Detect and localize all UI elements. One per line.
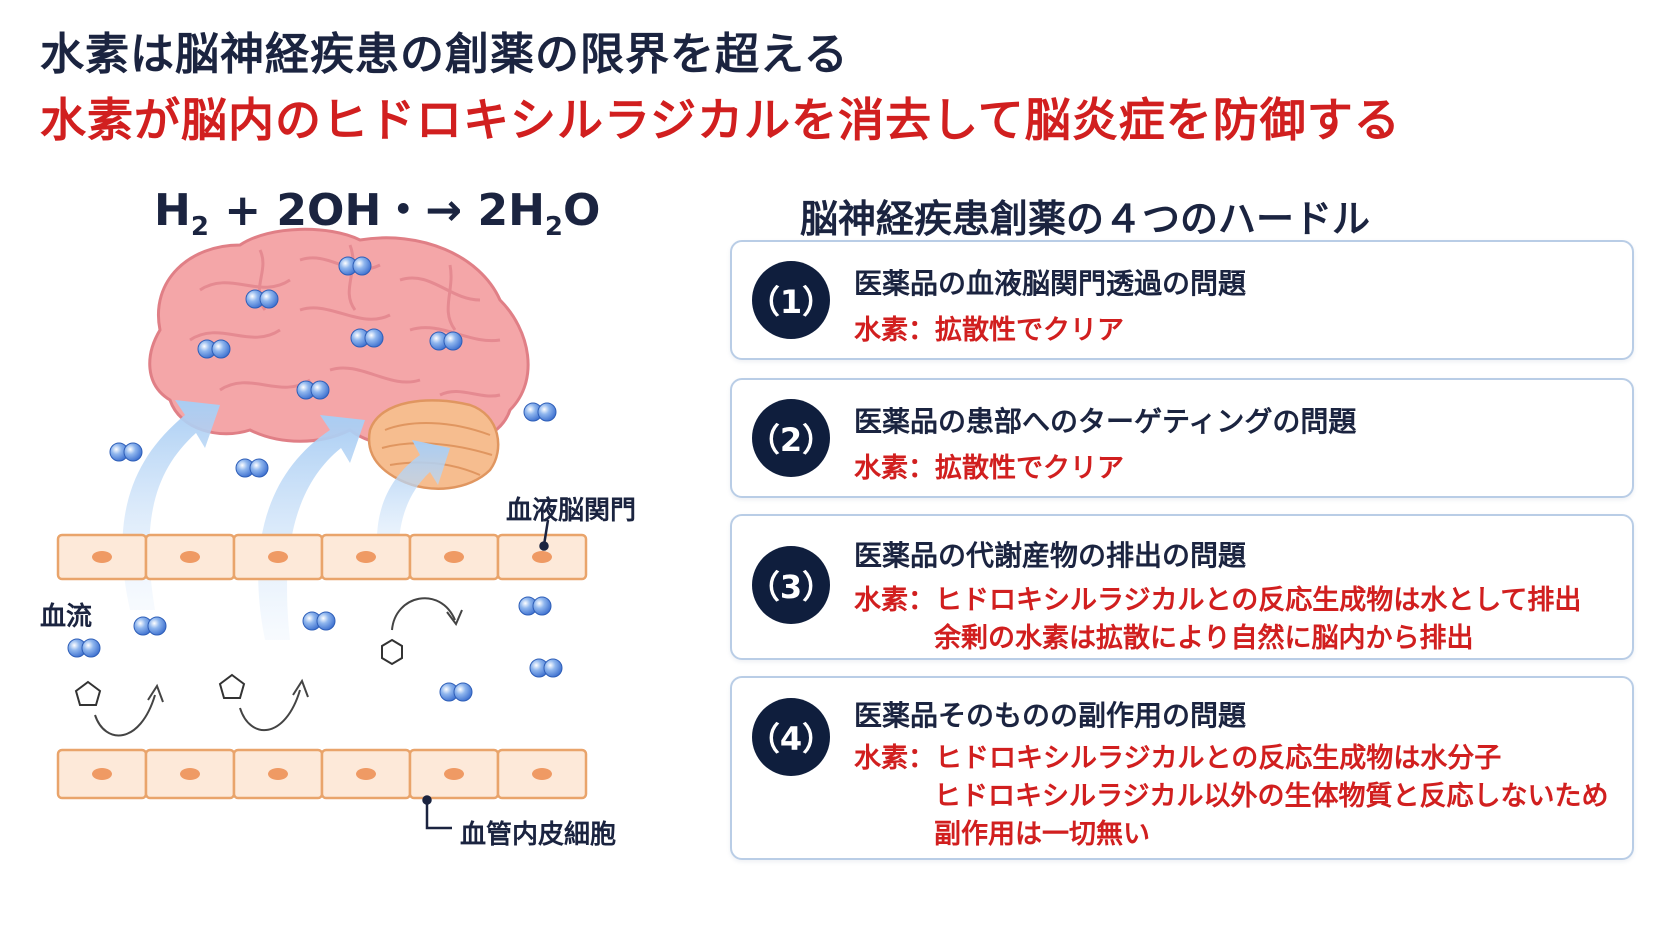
hurdle-card-4: （4） 医薬品そのものの副作用の問題 水素：ヒドロキシルラジカルとの反応生成物は… — [730, 676, 1634, 860]
hurdle-answer-cont: ヒドロキシルラジカル以外の生体物質と反応しないため — [934, 781, 1609, 812]
reaction-arrows — [94, 597, 463, 737]
hurdle-card-1: （1） 医薬品の血液脳関門透過の問題 水素：拡散性でクリア — [730, 240, 1634, 360]
hurdle-title: 医薬品の代謝産物の排出の問題 — [854, 539, 1247, 572]
hurdle-answer: 水素：拡散性でクリア — [854, 315, 1124, 346]
label-leader-lines — [422, 519, 550, 830]
hurdle-card-2: （2） 医薬品の患部へのターゲティングの問題 水素：拡散性でクリア — [730, 378, 1634, 498]
blood-brain-barrier-cells — [56, 533, 588, 581]
endothelial-label: 血管内皮細胞 — [460, 820, 617, 850]
hurdle-number-badge: （2） — [748, 399, 834, 477]
brain-illustration — [148, 227, 530, 490]
hurdle-answer: 水素：ヒドロキシルラジカルとの反応生成物は水として排出 — [854, 585, 1582, 616]
hurdle-title: 医薬品の血液脳関門透過の問題 — [854, 267, 1247, 300]
hurdle-title: 医薬品そのものの副作用の問題 — [854, 699, 1247, 732]
hurdle-card-3: （3） 医薬品の代謝産物の排出の問題 水素：ヒドロキシルラジカルとの反応生成物は… — [730, 514, 1634, 660]
hurdle-answer-cont: 副作用は一切無い — [934, 819, 1150, 850]
hurdle-number-badge: （1） — [748, 261, 834, 339]
hurdles-title: 脳神経疾患創薬の４つのハードル — [800, 197, 1371, 241]
hurdle-answer: 水素：拡散性でクリア — [854, 453, 1124, 484]
endothelial-cells — [56, 748, 588, 800]
reaction-equation: H2 + 2OH・→ 2H2O — [154, 185, 601, 242]
hurdle-answer-cont: 余剰の水素は拡散により自然に脳内から排出 — [934, 623, 1474, 654]
hurdle-answer: 水素：ヒドロキシルラジカルとの反応生成物は水分子 — [854, 743, 1502, 774]
page-title: 水素は脳神経疾患の創薬の限界を超える — [40, 29, 849, 80]
hurdle-number-badge: （4） — [748, 698, 834, 776]
page-subtitle: 水素が脳内のヒドロキシルラジカルを消去して脳炎症を防御する — [40, 93, 1401, 147]
hurdle-title: 医薬品の患部へのターゲティングの問題 — [854, 405, 1357, 438]
drug-molecule-icons — [74, 638, 403, 706]
bbb-label: 血液脳関門 — [506, 496, 637, 526]
brain-diagram — [56, 227, 588, 830]
hurdle-number-badge: （3） — [748, 546, 834, 624]
blood-flow-label: 血流 — [40, 602, 93, 632]
